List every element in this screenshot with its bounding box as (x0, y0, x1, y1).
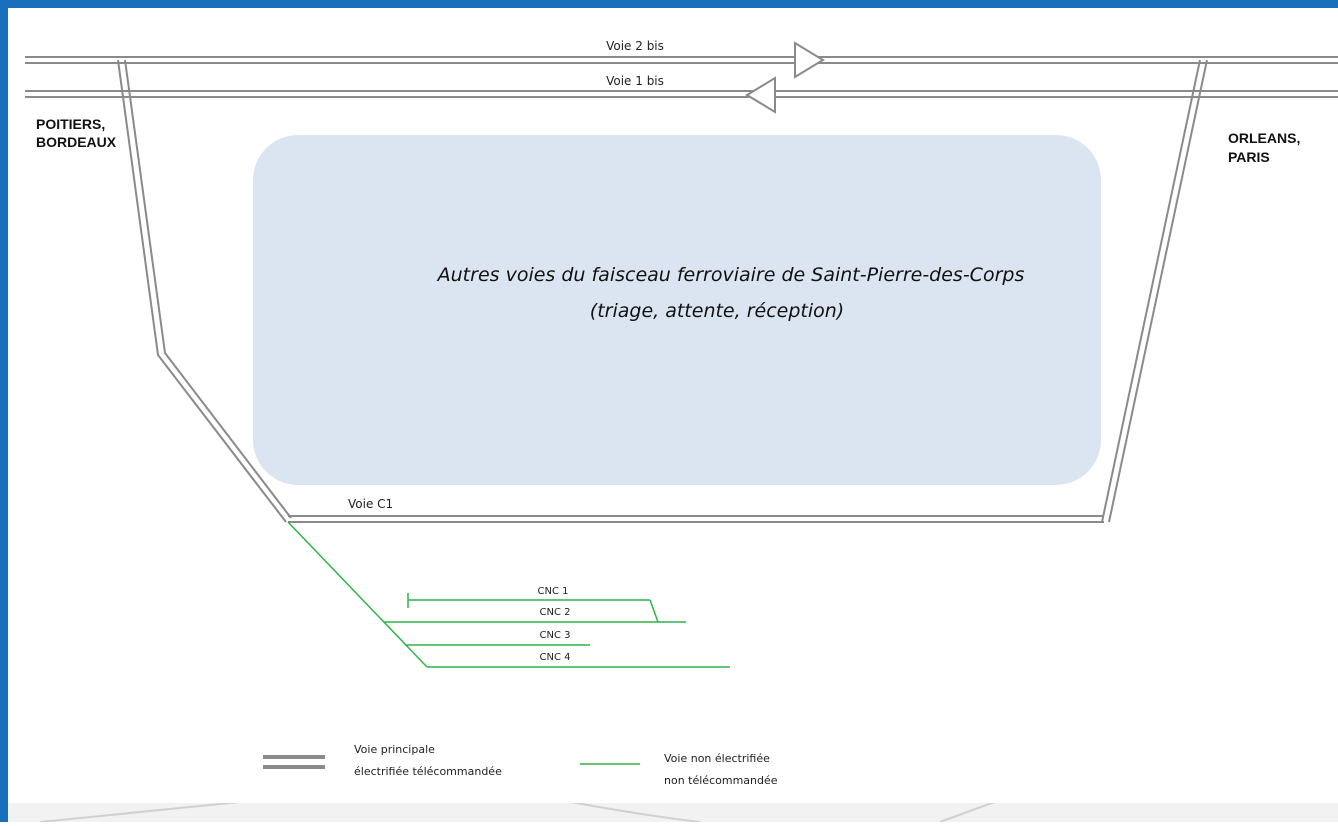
label-voie-c1: Voie C1 (348, 497, 393, 511)
watermark-curve-left (39, 799, 261, 823)
label-destination-west-2: BORDEAUX (36, 134, 117, 150)
legend-main-label-2: électrifiée télécommandée (354, 765, 502, 778)
track-voie-c1 (288, 515, 1104, 523)
frame-top (0, 0, 1338, 8)
label-destination-east-2: PARIS (1228, 149, 1270, 165)
label-cnc-1: CNC 1 (538, 586, 569, 597)
arrow-right-icon (794, 41, 825, 79)
legend-secondary-label-2: non télécommandée (664, 774, 778, 787)
label-destination-west-1: POITIERS, (36, 116, 105, 132)
legend-main-label-1: Voie principale (354, 743, 435, 756)
yard-subtitle: (triage, attente, réception) (590, 300, 844, 322)
legend-main-track-icon-lower (263, 765, 325, 769)
legend-secondary-label-1: Voie non électrifiée (664, 752, 770, 765)
watermark-curve-center (559, 799, 701, 823)
watermark-curve-right (939, 799, 1001, 823)
yard-area (253, 135, 1101, 485)
legend: Voie principale électrifiée télécommandé… (263, 743, 778, 787)
frame-left (0, 0, 8, 822)
label-cnc-3: CNC 3 (540, 630, 571, 641)
label-voie-2-bis: Voie 2 bis (606, 39, 664, 53)
label-destination-east-1: ORLEANS, (1228, 130, 1300, 146)
track-cnc-1-switch (649, 599, 659, 623)
track-left-connection (117, 59, 292, 523)
secondary-tracks (287, 521, 730, 668)
yard-title: Autres voies du faisceau ferroviaire de … (436, 264, 1025, 286)
track-voie-1-bis (25, 90, 1338, 98)
arrow-left-icon (745, 76, 776, 114)
label-cnc-2: CNC 2 (540, 607, 571, 618)
label-voie-1-bis: Voie 1 bis (606, 74, 664, 88)
track-voie-2-bis (25, 56, 1338, 64)
label-cnc-4: CNC 4 (540, 652, 571, 663)
legend-main-track-icon (263, 755, 325, 759)
track-cnc-access (287, 521, 428, 668)
track-right-connection (1101, 59, 1208, 523)
